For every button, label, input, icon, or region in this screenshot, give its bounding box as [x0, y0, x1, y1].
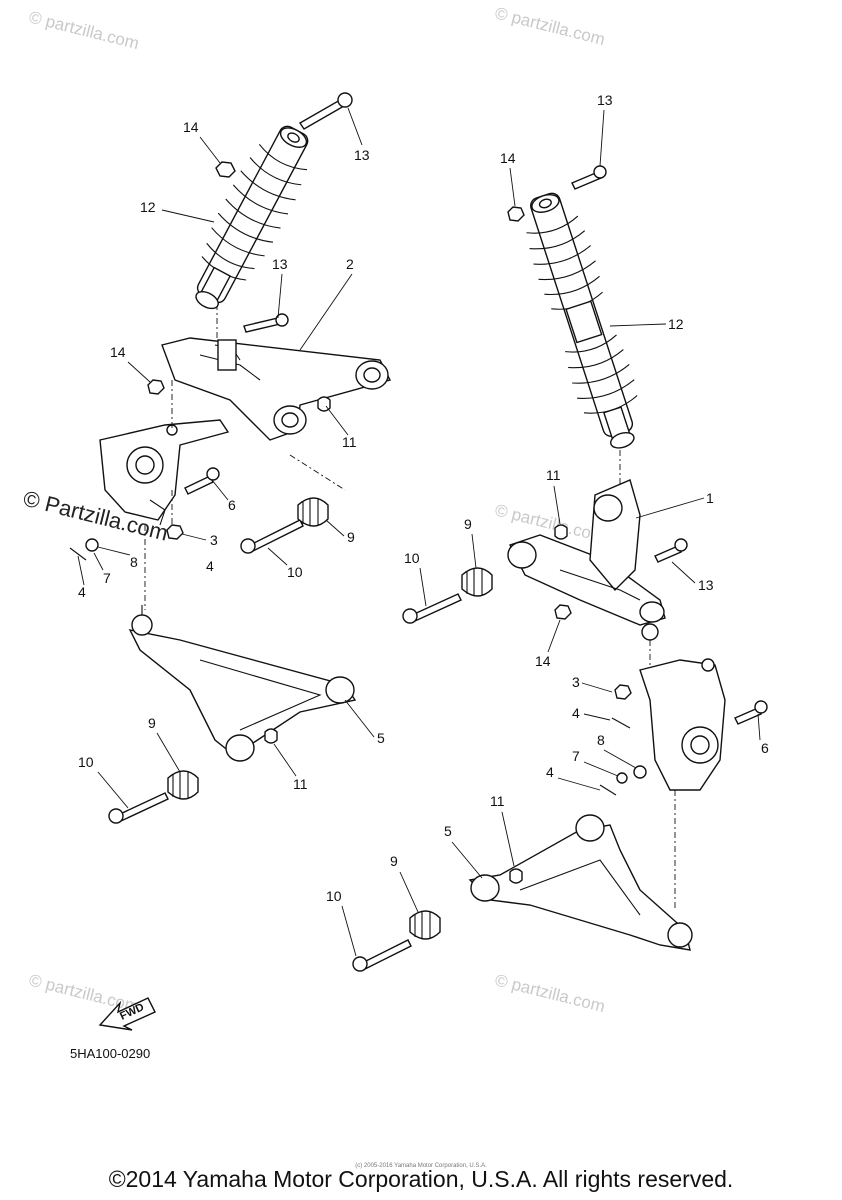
left-steering-knuckle [69, 380, 230, 610]
callout-4: 4 [546, 764, 554, 780]
callout-5: 5 [444, 823, 452, 839]
callout-13: 13 [698, 577, 714, 593]
callouts: 14 13 12 13 2 14 11 6 3 4 9 10 8 7 4 5 9… [77, 92, 769, 957]
callout-11: 11 [293, 776, 308, 792]
right-steering-knuckle [599, 640, 768, 910]
front-suspension-exploded-diagram: © partzilla.com © partzilla.com © partzi… [21, 3, 769, 1061]
callout-13: 13 [354, 147, 370, 163]
callout-12: 12 [668, 316, 684, 332]
callout-11: 11 [490, 793, 505, 809]
watermark-top-left: © partzilla.com [27, 7, 141, 53]
callout-7: 7 [103, 570, 111, 586]
callout-13: 13 [597, 92, 613, 108]
callout-2: 2 [346, 256, 354, 272]
right-lower-arm [352, 814, 693, 972]
callout-9: 9 [148, 715, 156, 731]
right-shock-absorber [507, 165, 638, 500]
callout-10: 10 [78, 754, 94, 770]
callout-9: 9 [464, 516, 472, 532]
callout-14: 14 [183, 119, 199, 135]
left-shock-absorber [195, 92, 353, 340]
callout-13: 13 [272, 256, 288, 272]
tiny-credit: (c) 2005-2016 Yamaha Motor Corporation, … [355, 1163, 487, 1169]
callout-4: 4 [78, 584, 86, 600]
callout-14: 14 [110, 344, 126, 360]
callout-14: 14 [500, 150, 516, 166]
callout-3: 3 [210, 532, 218, 548]
callout-3: 3 [572, 674, 580, 690]
callout-6: 6 [761, 740, 769, 756]
right-upper-arm [402, 479, 688, 641]
callout-12: 12 [140, 199, 156, 215]
callout-8: 8 [597, 732, 605, 748]
callout-5: 5 [377, 730, 385, 746]
callout-6: 6 [228, 497, 236, 513]
callout-10: 10 [326, 888, 342, 904]
callout-4: 4 [206, 558, 214, 574]
left-lower-arm [108, 605, 357, 824]
callout-11: 11 [546, 467, 561, 483]
callout-7: 7 [572, 748, 580, 764]
callout-9: 9 [347, 529, 355, 545]
callout-8: 8 [130, 554, 138, 570]
callout-1: 1 [706, 490, 714, 506]
callout-11: 11 [342, 434, 357, 450]
diagram-code: 5HA100-0290 [70, 1046, 150, 1061]
watermark-bottom-right: © partzilla.com [493, 970, 607, 1016]
watermark-top-right: © partzilla.com [493, 3, 607, 49]
callout-10: 10 [287, 564, 303, 580]
callout-9: 9 [390, 853, 398, 869]
callout-14: 14 [535, 653, 551, 669]
left-upper-bushing-set [240, 454, 346, 554]
callout-4: 4 [572, 705, 580, 721]
copyright-notice: ©2014 Yamaha Motor Corporation, U.S.A. A… [108, 1166, 734, 1192]
left-upper-arm [147, 313, 392, 441]
callout-10: 10 [404, 550, 420, 566]
